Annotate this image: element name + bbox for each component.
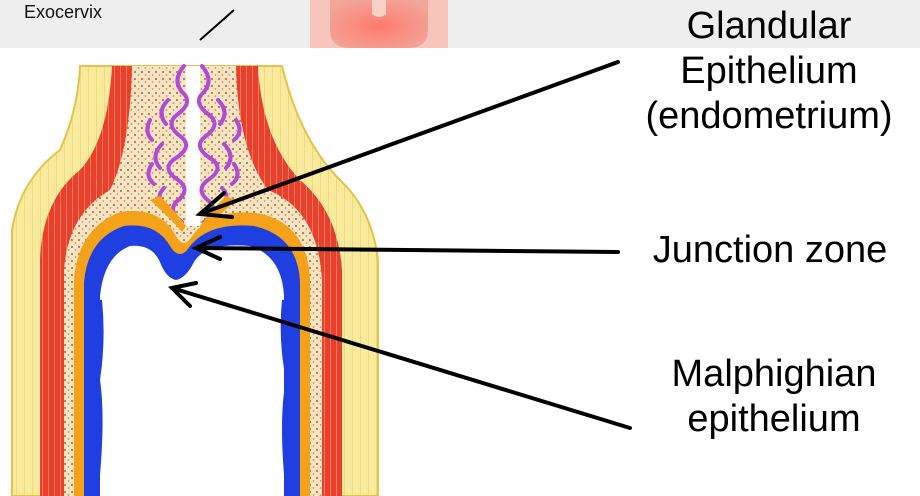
malphighian-label-line-2: epithelium [628,397,920,442]
exocervix-pointer-line [200,10,234,40]
glandular-epithelium-label: Glandular Epithelium (endometrium) [618,4,920,138]
glandular-label-line-1: Glandular [618,4,920,49]
malphighian-epithelium-label: Malphighian epithelium [628,352,920,442]
junction-zone-label: Junction zone [620,228,920,273]
cervix-thumbnail [310,0,448,48]
glandular-label-line-2: Epithelium [618,49,920,94]
glandular-label-line-3: (endometrium) [618,94,920,139]
malphighian-label-line-1: Malphighian [628,352,920,397]
endocervical-canal [186,66,200,226]
exocervix-label: Exocervix [24,2,102,23]
